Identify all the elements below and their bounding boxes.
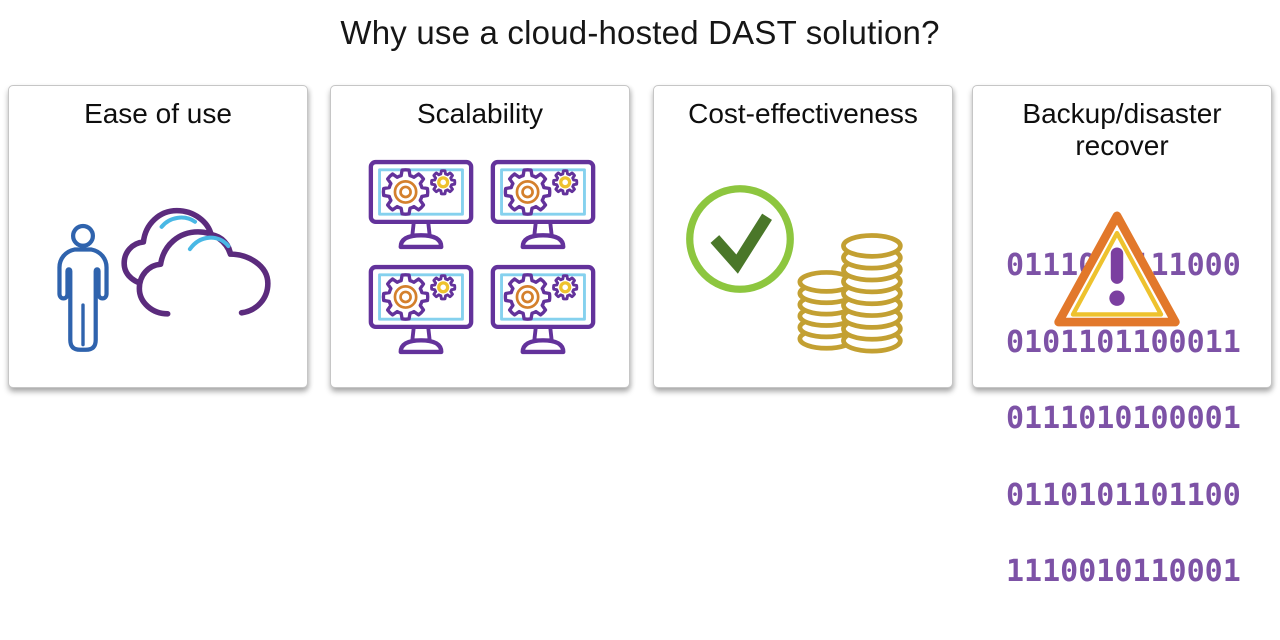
card-ease-of-use: Ease of use — [8, 85, 308, 388]
monitor-gears-icon — [368, 264, 474, 355]
card-title: Cost-effectiveness — [688, 98, 918, 129]
coin-stack-tall — [841, 233, 903, 354]
card-backup-disaster-recover: Backup/disaster recover 0111010111000 01… — [972, 85, 1272, 586]
binary-row: 1110010110001 — [1006, 554, 1241, 589]
clouds-icon — [121, 207, 271, 317]
monitor-gears-icon — [368, 159, 474, 250]
card-cost-effectiveness: Cost-effectiveness — [653, 85, 953, 388]
monitor-gears-icon — [490, 159, 596, 250]
person-icon — [57, 223, 109, 352]
card-title: Scalability — [416, 98, 544, 129]
monitor-grid — [367, 158, 597, 356]
checkmark-circle-icon — [686, 185, 794, 293]
card-title: Backup/disaster recover — [1022, 98, 1222, 161]
warning-triangle-icon — [1054, 211, 1180, 327]
binary-row: 0101101100011 — [1006, 324, 1241, 360]
binary-row: 0111010100001 — [1006, 401, 1241, 436]
card-title: Ease of use — [84, 98, 232, 129]
card-scalability: Scalability — [330, 85, 630, 388]
page-title: Why use a cloud-hosted DAST solution? — [340, 14, 940, 51]
binary-row: 0110101101100 — [1006, 477, 1241, 513]
monitor-gears-icon — [490, 264, 596, 355]
coin-stacks-icon — [797, 233, 903, 354]
